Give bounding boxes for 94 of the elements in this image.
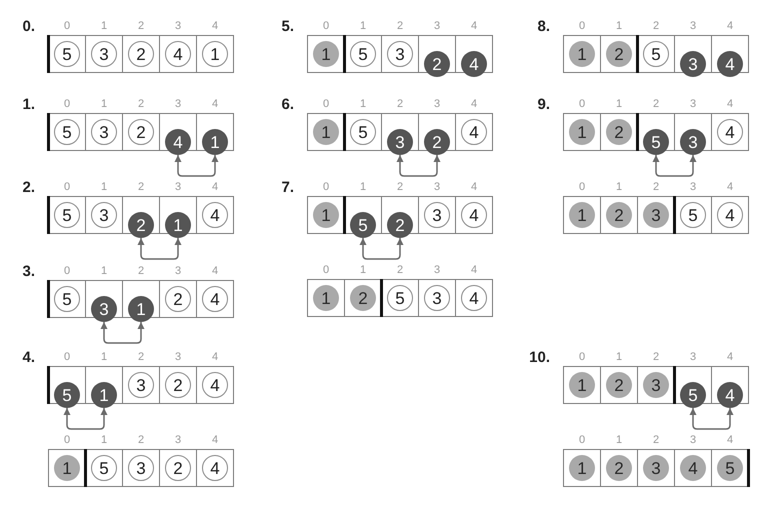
swap-arrow — [100, 322, 144, 344]
index-label: 3 — [174, 434, 182, 446]
index-label: 2 — [396, 98, 404, 110]
step-number: 3. — [22, 264, 35, 280]
index-label: 0 — [322, 264, 330, 276]
step-number: 10. — [529, 350, 550, 366]
step-number: 5. — [281, 19, 294, 35]
index-label: 2 — [138, 265, 144, 277]
index-label: 0 — [578, 20, 586, 32]
index-label: 3 — [434, 181, 440, 193]
index-label: 1 — [616, 434, 622, 446]
index-label: 4 — [212, 434, 218, 446]
index-label: 2 — [396, 264, 404, 276]
index-label: 2 — [652, 181, 660, 193]
swap-arrow — [174, 155, 218, 177]
index-label: 2 — [138, 434, 144, 446]
index-label: 1 — [616, 20, 622, 32]
index-label: 0 — [578, 351, 586, 363]
index-label: 2 — [652, 434, 660, 446]
index-label: 0 — [64, 20, 70, 32]
index-label: 0 — [64, 265, 70, 277]
step-number: 7. — [281, 180, 294, 196]
index-label: 1 — [360, 181, 366, 193]
index-label: 3 — [690, 181, 696, 193]
index-label: 2 — [396, 20, 404, 32]
swap-arrow — [652, 155, 696, 177]
index-label: 2 — [652, 20, 660, 32]
swap-arrow — [360, 238, 404, 260]
index-label: 4 — [470, 20, 478, 32]
index-label: 3 — [174, 98, 182, 110]
index-label: 4 — [726, 98, 734, 110]
index-label: 2 — [396, 181, 404, 193]
index-label: 4 — [470, 264, 478, 276]
step-number: 1. — [22, 97, 35, 113]
index-label: 0 — [64, 181, 70, 193]
index-label: 3 — [434, 264, 440, 276]
step-number: 4. — [22, 350, 35, 366]
index-label: 4 — [212, 265, 218, 277]
index-label: 4 — [212, 181, 218, 193]
index-label: 3 — [690, 98, 696, 110]
index-label: 4 — [212, 351, 218, 363]
step-number: 2. — [22, 180, 35, 196]
swap-arrow — [396, 155, 440, 177]
index-label: 4 — [726, 351, 734, 363]
index-label: 1 — [100, 265, 108, 277]
index-label: 0 — [322, 98, 330, 110]
index-label: 2 — [138, 351, 144, 363]
index-label: 4 — [470, 98, 478, 110]
index-label: 3 — [434, 98, 440, 110]
index-label: 1 — [616, 98, 622, 110]
index-label: 3 — [690, 20, 696, 32]
index-label: 1 — [100, 98, 108, 110]
index-label: 4 — [470, 181, 478, 193]
index-label: 3 — [174, 265, 182, 277]
step-number: 0. — [22, 19, 35, 35]
index-label: 3 — [434, 20, 440, 32]
index-label: 2 — [138, 181, 144, 193]
index-label: 1 — [616, 181, 622, 193]
swap-arrow — [690, 408, 734, 430]
index-label: 3 — [174, 181, 182, 193]
index-label: 3 — [690, 434, 696, 446]
index-label: 0 — [64, 351, 70, 363]
index-label: 2 — [138, 20, 144, 32]
swap-arrow — [64, 408, 108, 430]
index-label: 1 — [100, 181, 108, 193]
index-label: 1 — [100, 434, 108, 446]
index-label: 1 — [100, 20, 108, 32]
index-label: 1 — [360, 98, 366, 110]
step-number: 6. — [281, 97, 294, 113]
index-label: 0 — [578, 434, 586, 446]
index-label: 2 — [138, 98, 144, 110]
index-label: 3 — [174, 20, 182, 32]
step-number: 9. — [537, 97, 550, 113]
index-label: 3 — [690, 351, 696, 363]
index-label: 4 — [212, 20, 218, 32]
index-label: 0 — [322, 20, 330, 32]
index-label: 1 — [360, 264, 366, 276]
index-label: 0 — [578, 181, 586, 193]
index-label: 0 — [578, 98, 586, 110]
index-label: 4 — [726, 20, 734, 32]
index-label: 1 — [100, 351, 108, 363]
index-label: 4 — [726, 434, 734, 446]
step-number: 8. — [537, 19, 550, 35]
index-label: 0 — [64, 98, 70, 110]
index-label: 2 — [652, 351, 660, 363]
index-label: 1 — [360, 20, 366, 32]
index-label: 4 — [726, 181, 734, 193]
index-label: 0 — [64, 434, 70, 446]
index-label: 3 — [174, 351, 182, 363]
index-label: 1 — [616, 351, 622, 363]
index-label: 2 — [652, 98, 660, 110]
index-label: 0 — [322, 181, 330, 193]
swap-arrow — [138, 238, 182, 260]
index-label: 4 — [212, 98, 218, 110]
